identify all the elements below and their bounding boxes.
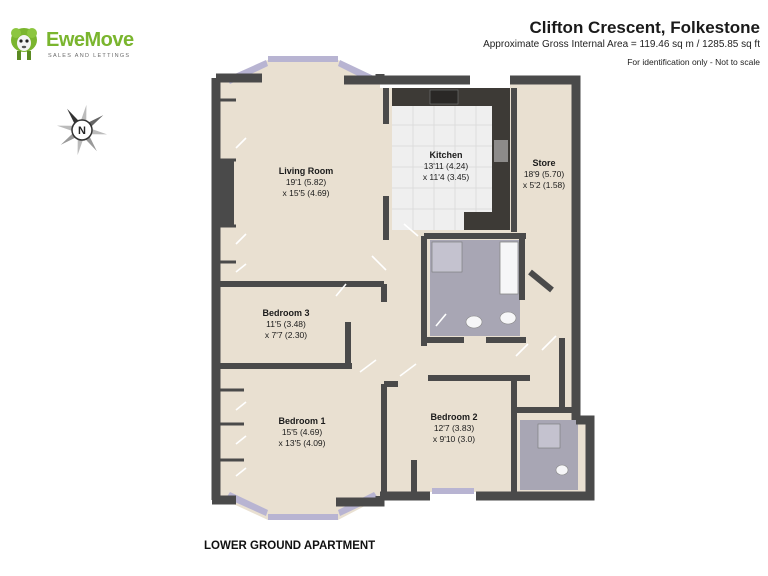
kitchen-sink [494,140,508,162]
room-store: Store 18'9 (5.70) x 5'2 (1.58) [504,157,584,191]
toilet [499,311,517,325]
disclaimer-text: For identification only - Not to scale [627,57,760,67]
chimney-breast [220,160,234,226]
brand-name: EweMove [46,29,134,51]
room-kitchen-name: Kitchen [429,150,463,160]
room-bedroom3-dim1: 11'5 (3.48) [266,319,306,329]
compass-north-label: N [78,125,86,137]
room-kitchen-dim1: 13'11 (4.24) [423,161,469,171]
room-bedroom2-dim1: 12'7 (3.83) [433,423,475,433]
page-title: Clifton Crescent, Folkestone [529,18,760,37]
kitchen-tile-grid [392,104,492,230]
outer-walls [211,73,595,507]
area-text: Approximate Gross Internal Area = 119.46… [483,39,760,50]
basin [465,315,483,329]
room-bedroom2-dim2: x 9'10 (3.0) [432,434,476,444]
shower-tray [431,241,463,273]
kitchen-hob [429,89,459,105]
room-store-dim2: x 5'2 (1.58) [522,180,566,190]
room-bedroom2-name: Bedroom 2 [430,412,478,422]
ensuite-toilet [555,464,569,476]
room-bedroom2: Bedroom 2 12'7 (3.83) x 9'10 (3.0) [404,411,504,445]
room-store-name: Store [532,158,556,168]
brand-logo: EweMove SALES AND LETTINGS [6,22,136,66]
room-living: Living Room 19'1 (5.82) x 15'5 (4.69) [256,165,356,199]
room-bedroom1: Bedroom 1 15'5 (4.69) x 13'5 (4.09) [252,415,352,449]
brand-tagline: SALES AND LETTINGS [48,53,131,59]
room-kitchen: Kitchen 13'11 (4.24) x 11'4 (3.45) [396,149,496,183]
kitchen-worktop-corner [464,212,510,230]
compass-icon: N [56,104,108,156]
bath-tub [499,241,519,295]
ensuite-shower [537,423,561,449]
room-living-name: Living Room [278,166,334,176]
room-store-dim1: 18'9 (5.70) [523,169,565,179]
room-kitchen-dim2: x 11'4 (3.45) [422,172,470,182]
room-bedroom1-dim1: 15'5 (4.69) [281,427,323,437]
room-bedroom3: Bedroom 3 11'5 (3.48) x 7'7 (2.30) [236,307,336,341]
room-bedroom3-name: Bedroom 3 [262,308,310,318]
room-living-dim2: x 15'5 (4.69) [282,188,330,198]
internal-walls [216,88,578,492]
sheep-icon [11,28,37,60]
room-bedroom3-dim2: x 7'7 (2.30) [264,330,308,340]
door-swings [235,137,557,477]
room-bedroom1-name: Bedroom 1 [278,416,326,426]
title-block: Clifton Crescent, Folkestone Approximate… [483,18,760,67]
floor-name: LOWER GROUND APARTMENT [204,540,376,552]
room-living-dim1: 19'1 (5.82) [285,177,327,187]
room-bedroom1-dim2: x 13'5 (4.09) [278,438,326,448]
